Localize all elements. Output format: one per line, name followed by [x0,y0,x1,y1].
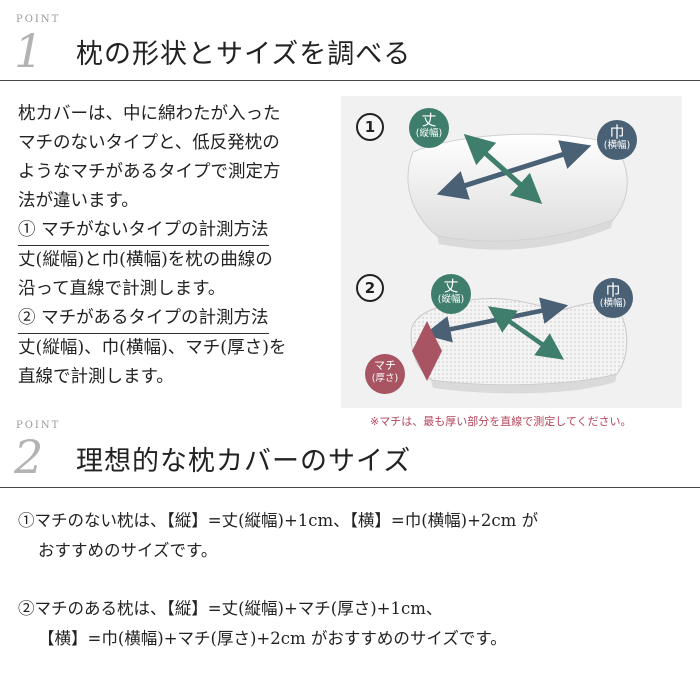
point-label-2: POINT [16,420,61,431]
point-number-2: 2 [14,430,44,484]
section-title-2: 理想的な枕カバーのサイズ [76,446,412,477]
recommendation-with-gusset: ②マチのある枕は、【縦】=丈(縦幅)+マチ(厚さ)+1cm、 【横】=巾(横幅)… [18,594,507,654]
method2-text-line-2: 直線で計測します。 [18,367,174,387]
rec2-line-1: ②マチのある枕は、【縦】=丈(縦幅)+マチ(厚さ)+1cm、 [18,599,443,618]
badge-length-2: 丈 (縦幅) [431,274,471,314]
intro-line-4: 法が違います。 [18,191,139,211]
badge-thickness: マチ (厚さ) [365,354,405,394]
method1-text-line-2: 沿って直線で計測します。 [18,279,226,299]
badge-width-2: 巾 (横幅) [593,278,633,318]
pillow-illustration [407,133,628,394]
diagram-number-1: 1 [356,113,384,141]
badge-width-1: 巾 (横幅) [597,120,637,160]
diagram-number-2: 2 [356,274,384,302]
pillow-no-gusset [407,133,628,242]
point-number-1: 1 [14,24,44,78]
intro-line-2: マチのないタイプと、低反発枕の [18,133,280,153]
section-title-1: 枕の形状とサイズを調べる [76,39,412,70]
gusset-measure-note: ※マチは、最も厚い部分を直線で測定してください。 [370,415,632,428]
measurement-diagram-panel: 1 2 丈 (縦幅) 巾 (横幅) 丈 (縦幅) 巾 (横幅) マチ (厚さ) [341,96,682,408]
method1-text-line-1: 丈(縦幅)と巾(横幅)を枕の曲線の [18,250,273,270]
section-divider-2 [0,487,700,488]
intro-line-1: 枕カバーは、中に綿わたが入った [18,104,281,124]
badge-length-1: 丈 (縦幅) [409,108,449,148]
intro-line-3: ようなマチがあるタイプで測定方 [18,162,281,182]
method2-text-line-1: 丈(縦幅)、巾(横幅)、マチ(厚さ)を [18,338,287,358]
intro-paragraph: 枕カバーは、中に綿わたが入った マチのないタイプと、低反発枕の ようなマチがある… [18,100,286,392]
arrow-length-1 [463,134,543,204]
rec2-line-2: 【横】=巾(横幅)+マチ(厚さ)+2cm がおすすめのサイズです。 [38,629,507,648]
recommendation-no-gusset: ①マチのない枕は、【縦】=丈(縦幅)+1cm、【横】=巾(横幅)+2cm が お… [18,506,538,566]
rec1-line-2: おすすめのサイズです。 [38,541,218,560]
method1-heading: ① マチがないタイプの計測方法 [18,216,269,246]
section-divider-1 [0,80,700,81]
arrow-length-2 [487,306,565,360]
method2-heading: ② マチがあるタイプの計測方法 [18,304,269,334]
point-label-1: POINT [16,14,61,25]
rec1-line-1: ①マチのない枕は、【縦】=丈(縦幅)+1cm、【横】=巾(横幅)+2cm が [18,511,539,530]
